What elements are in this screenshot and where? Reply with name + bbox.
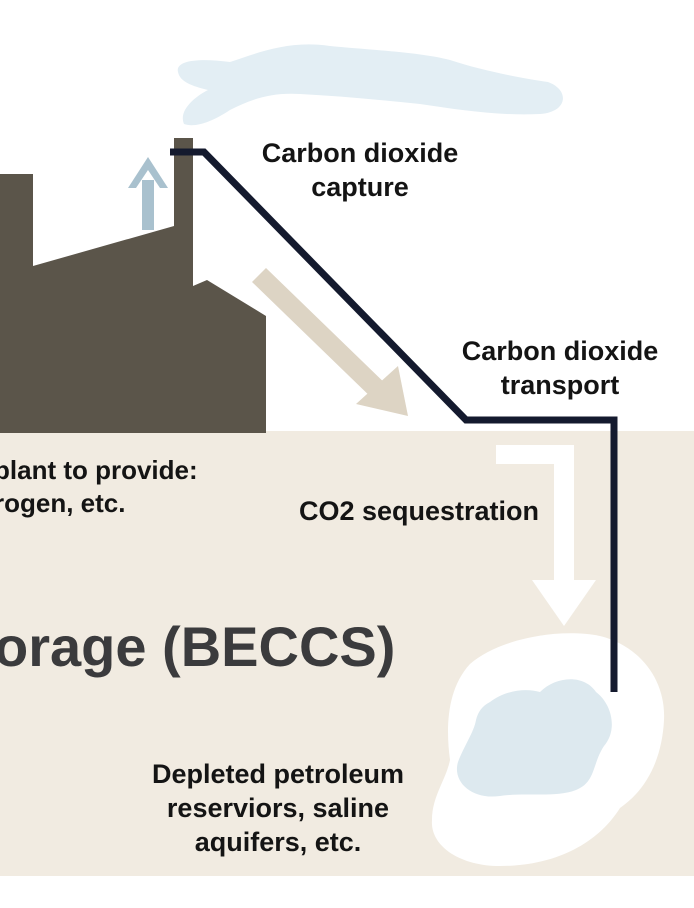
sequestration-label: CO2 sequestration	[284, 495, 554, 529]
emission-up-arrow	[128, 157, 168, 230]
reservoir-label-line-2: reserviors, saline	[166, 792, 390, 823]
plant-label: plant to provide: rogen, etc.	[0, 454, 254, 519]
diagonal-arrow	[252, 268, 408, 416]
transport-label: Carbon dioxide transport	[440, 335, 680, 403]
capture-label-line-1: Carbon dioxide	[261, 138, 459, 168]
transport-label-line-2: transport	[500, 369, 620, 400]
co2-pipeline	[170, 148, 618, 692]
capture-label: Carbon dioxide capture	[240, 137, 480, 205]
sequestration-down-arrow	[496, 445, 596, 626]
plant-label-line-2: rogen, etc.	[0, 487, 126, 518]
plant-label-line-1: plant to provide:	[0, 455, 198, 485]
reservoir-water	[456, 679, 612, 797]
reservoir-label-line-3: aquifers, etc.	[194, 826, 362, 857]
reservoir-label: Depleted petroleum reserviors, saline aq…	[128, 758, 428, 859]
factory-building	[0, 138, 266, 433]
beccs-title: orage (BECCS)	[0, 615, 396, 678]
transport-label-line-1: Carbon dioxide	[461, 336, 659, 366]
smoke-cloud	[177, 44, 563, 126]
capture-label-line-2: capture	[311, 171, 409, 202]
reservoir-label-line-1: Depleted petroleum	[151, 759, 405, 789]
sequestration-label-text: CO2 sequestration	[298, 496, 540, 526]
